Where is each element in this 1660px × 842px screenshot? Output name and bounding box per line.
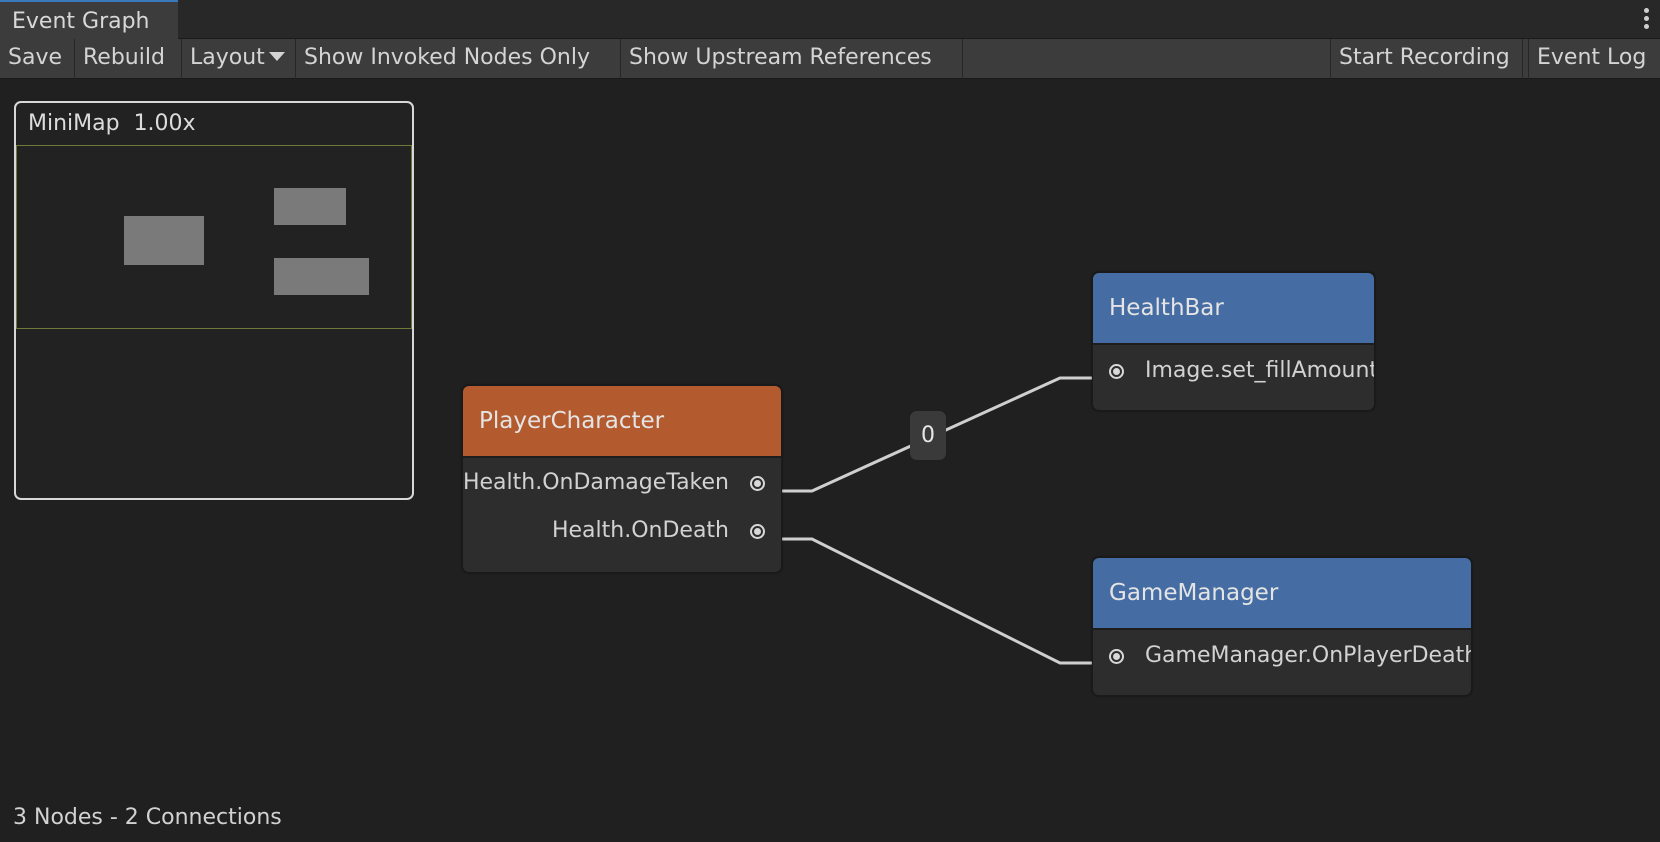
- layout-dropdown[interactable]: Layout: [182, 39, 296, 79]
- chevron-down-icon: [268, 52, 285, 61]
- port-label: Health.OnDamageTaken: [462, 470, 729, 495]
- output-port-health-ondamagetaken[interactable]: Health.OnDamageTaken: [463, 470, 765, 510]
- show-upstream-references-toggle[interactable]: Show Upstream References: [621, 39, 963, 79]
- event-log-button[interactable]: Event Log: [1528, 39, 1660, 79]
- minimap-title: MiniMap 1.00x: [28, 111, 196, 136]
- node-gamemanager[interactable]: GameManager GameManager.OnPlayerDeath: [1092, 557, 1472, 696]
- port-circle-icon[interactable]: [750, 475, 765, 491]
- save-button[interactable]: Save: [0, 39, 75, 79]
- toolbar: Save Rebuild Layout Show Invoked Nodes O…: [0, 39, 1660, 79]
- minimap-node-healthbar: [274, 188, 346, 225]
- minimap-viewport[interactable]: [16, 145, 412, 329]
- port-circle-icon[interactable]: [1109, 363, 1124, 379]
- rebuild-button[interactable]: Rebuild: [75, 39, 182, 79]
- port-label: Image.set_fillAmount: [1145, 358, 1375, 383]
- port-label: GameManager.OnPlayerDeath: [1145, 643, 1472, 668]
- layout-label: Layout: [190, 45, 265, 70]
- node-header[interactable]: HealthBar: [1093, 273, 1374, 345]
- show-invoked-nodes-toggle[interactable]: Show Invoked Nodes Only: [296, 39, 621, 79]
- minimap-panel[interactable]: MiniMap 1.00x: [14, 101, 414, 500]
- window-tab-bar: Event Graph: [0, 0, 1660, 39]
- input-port-image-set-fillamount[interactable]: Image.set_fillAmount: [1109, 358, 1375, 398]
- minimap-node-gamemanager: [274, 258, 369, 295]
- node-healthbar[interactable]: HealthBar Image.set_fillAmount: [1092, 272, 1375, 411]
- port-circle-icon[interactable]: [750, 523, 765, 539]
- node-header[interactable]: PlayerCharacter: [463, 386, 781, 458]
- tab-event-graph[interactable]: Event Graph: [0, 0, 178, 39]
- input-port-gamemanager-onplayerdeath[interactable]: GameManager.OnPlayerDeath: [1109, 643, 1472, 683]
- graph-status-text: 3 Nodes - 2 Connections: [13, 805, 282, 830]
- connection-death-to-playerdeath: [780, 537, 1092, 665]
- node-playercharacter[interactable]: PlayerCharacter Health.OnDamageTaken Hea…: [462, 385, 782, 573]
- connection-invoke-count-badge[interactable]: 0: [910, 411, 946, 460]
- output-port-health-ondeath[interactable]: Health.OnDeath: [552, 518, 765, 558]
- start-recording-button[interactable]: Start Recording: [1330, 39, 1523, 79]
- vertical-ellipsis-icon[interactable]: [1640, 8, 1652, 32]
- minimap-node-playercharacter: [124, 216, 204, 265]
- port-circle-icon[interactable]: [1109, 648, 1124, 664]
- node-header[interactable]: GameManager: [1093, 558, 1471, 630]
- port-label: Health.OnDeath: [551, 518, 729, 543]
